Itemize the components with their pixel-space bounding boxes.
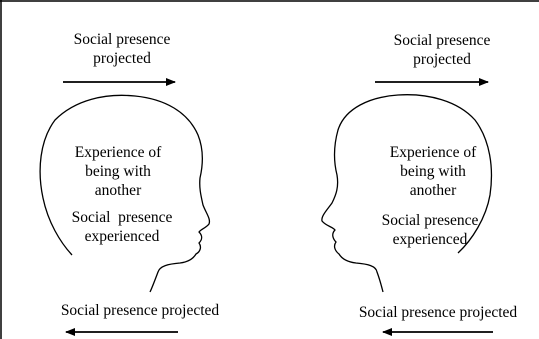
left-top-label-line-2: projected bbox=[93, 50, 151, 67]
left-inner-lower-line-1: Social presence bbox=[71, 209, 173, 226]
right-top-label: Social presence projected bbox=[378, 31, 506, 69]
left-top-label-line-1: Social presence bbox=[73, 31, 171, 48]
right-head-outline bbox=[321, 94, 493, 293]
left-top-label: Social presence projected bbox=[58, 30, 186, 68]
left-inner-upper-line-1: Experience of bbox=[74, 144, 162, 161]
right-inner-upper-text: Experience of being with another bbox=[373, 143, 493, 200]
left-inner-upper-text: Experience of being with another bbox=[58, 143, 178, 200]
right-inner-lower-text: Social presence experienced bbox=[367, 211, 493, 249]
right-inner-lower-line-2: experienced bbox=[392, 231, 468, 248]
right-inner-upper-line-3: another bbox=[409, 182, 457, 199]
left-inner-upper-line-3: another bbox=[94, 182, 142, 199]
left-bottom-label: Social presence projected bbox=[40, 301, 240, 320]
left-head-outline bbox=[39, 94, 211, 293]
right-top-label-line-1: Social presence bbox=[393, 32, 491, 49]
right-inner-upper-line-2: being with bbox=[400, 163, 466, 180]
left-inner-upper-line-2: being with bbox=[85, 163, 151, 180]
right-bottom-label: Social presence projected bbox=[342, 303, 534, 322]
left-inner-lower-text: Social presence experienced bbox=[62, 208, 182, 246]
right-inner-lower-line-1: Social presence bbox=[381, 212, 479, 229]
right-inner-upper-line-1: Experience of bbox=[389, 144, 477, 161]
right-bottom-label-text: Social presence projected bbox=[358, 304, 518, 321]
right-top-label-line-2: projected bbox=[413, 51, 471, 68]
left-inner-lower-line-2: experienced bbox=[84, 228, 160, 245]
left-bottom-label-text: Social presence projected bbox=[60, 302, 220, 319]
